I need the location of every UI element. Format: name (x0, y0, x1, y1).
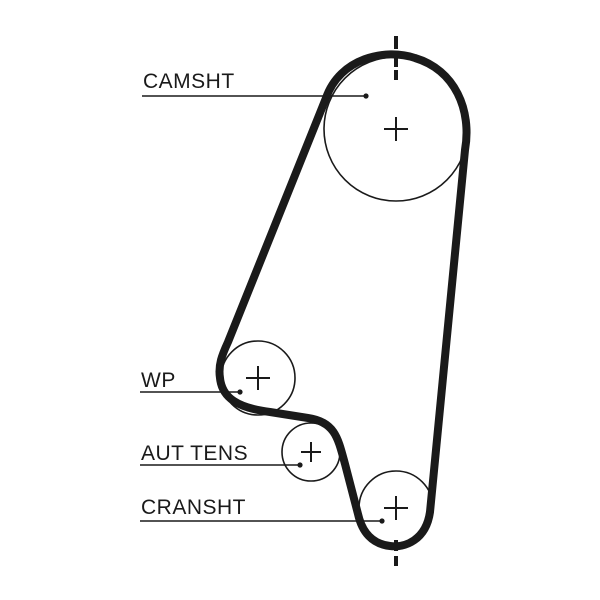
crankshaft-label: CRANSHT (141, 496, 247, 519)
water-pump-center-mark (246, 366, 270, 390)
camshaft-label: CAMSHT (143, 70, 235, 93)
tensioner-center-mark (301, 442, 321, 462)
water-pump-label: WP (141, 369, 176, 392)
leader-lines (140, 95, 382, 522)
tensioner-label: AUT TENS (141, 442, 249, 465)
timing-belt (215, 50, 471, 551)
leader-dots (237, 93, 385, 524)
camshaft-center-mark (384, 117, 408, 141)
crankshaft-center-mark (384, 496, 408, 520)
